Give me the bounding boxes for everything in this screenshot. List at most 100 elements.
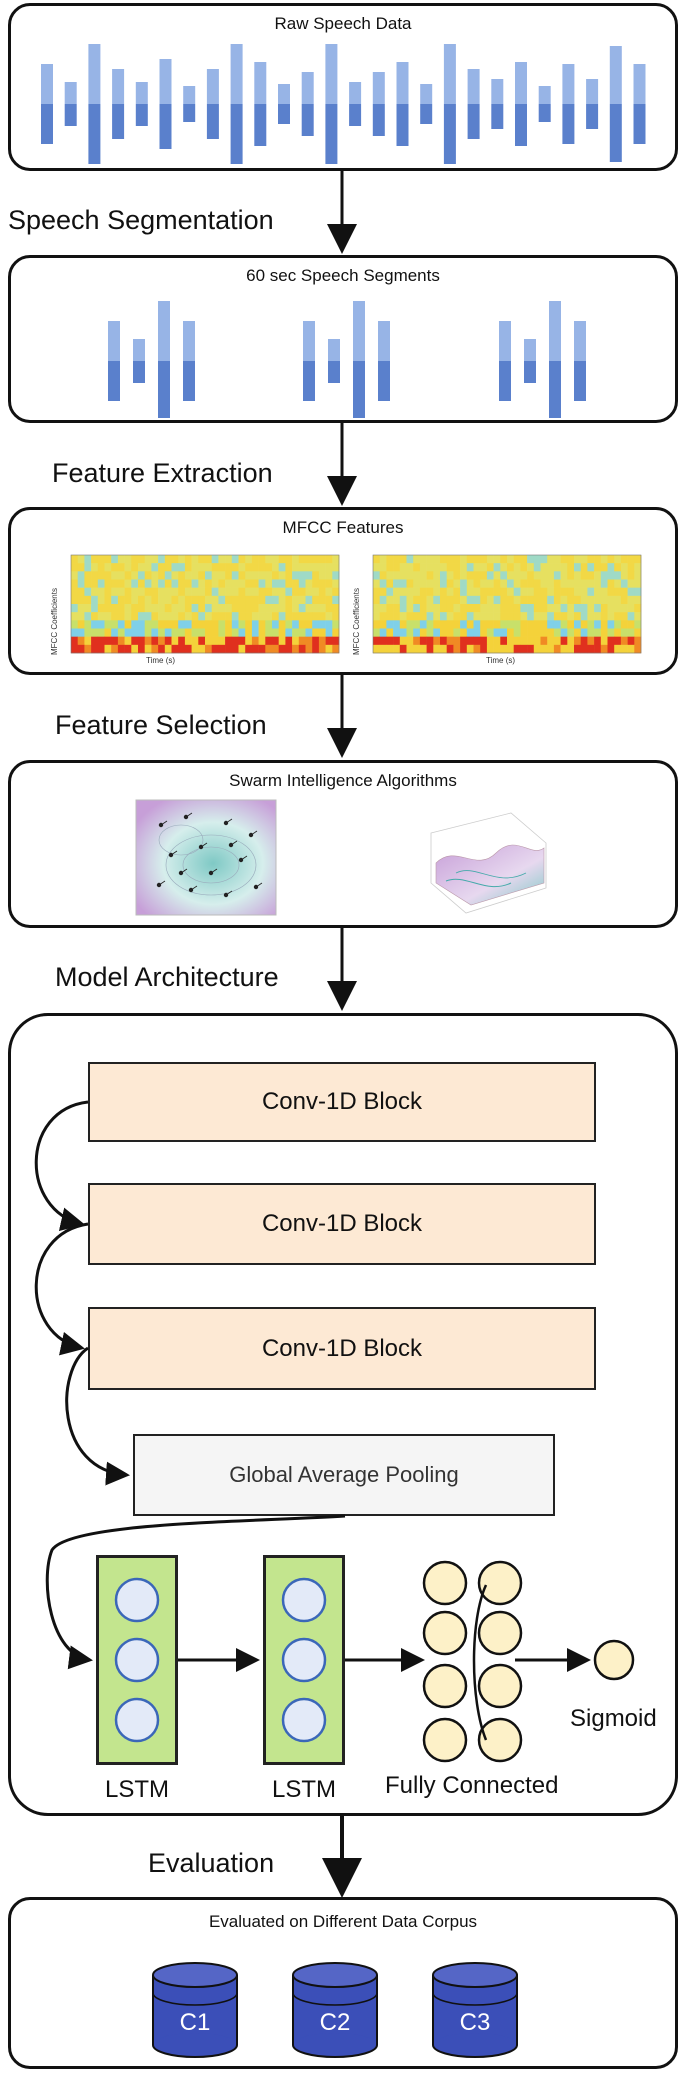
mfcc-cell [607,612,615,621]
mfcc-cell [238,604,246,613]
mfcc-cell [426,595,434,605]
mfcc-cell [218,628,226,637]
mfcc-cell [238,587,246,597]
mfcc-cell [238,620,246,629]
raw-wave-bar-bottom [562,104,575,144]
mfcc-cell [607,604,615,613]
mfcc-cell [138,595,145,605]
mfcc-cell [332,628,340,637]
mfcc-cell [285,612,293,621]
mfcc-cell [426,587,434,597]
mfcc-cell [500,612,508,621]
mfcc-cell [191,555,199,564]
mfcc-cell [373,587,380,597]
mfcc-cell [620,636,628,646]
mfcc-cell [413,563,421,572]
fully-connected-label: Fully Connected [385,1772,559,1799]
segment-wave-bar-top [303,321,315,361]
mfcc-cell [258,595,266,605]
mfcc-cell [560,604,568,613]
mfcc-cell [238,563,246,572]
mfcc-cell [607,563,615,572]
mfcc-cell [620,612,628,621]
model-architecture-label: Model Architecture [55,962,279,992]
mfcc-cell [178,604,186,613]
mfcc-cell [205,587,212,597]
mfcc-cell [305,587,313,597]
mfcc-cell [607,571,615,580]
mfcc-cell [393,571,401,580]
mfcc-cell [620,571,628,580]
mfcc-cell [507,587,514,597]
mfcc-cell [238,636,246,646]
mfcc-cell [373,555,380,564]
raw-waveform [41,44,646,164]
mfcc-cell [245,628,253,637]
raw-wave-bar-bottom [609,104,622,162]
mfcc-cell [594,555,602,564]
mfcc-cell [500,595,508,605]
mfcc-cell [460,628,468,637]
mfcc-cell [607,555,615,564]
mfcc-cell [493,563,501,572]
mfcc-cell [480,604,488,613]
mfcc-cell [211,563,219,572]
mfcc-cell [111,563,119,572]
mfcc-cell [91,604,99,613]
mfcc-cell [533,595,541,605]
mfcc-cell [560,612,568,621]
mfcc-cell [265,636,273,646]
mfcc-cell [97,571,105,580]
mfcc-cell [614,628,622,637]
mfcc-cell [198,595,206,605]
mfcc-cell [486,604,494,613]
mfcc-cell [84,636,92,646]
mfcc-cell [393,644,401,654]
mfcc-cell [258,644,266,654]
mfcc-cell [620,595,628,605]
swarm-agent-direction [225,890,233,896]
mfcc-cell [560,555,568,564]
mfcc-cell [138,620,145,629]
mfcc-cell [393,555,401,564]
mfcc-cell [251,587,259,597]
mfcc-cell [406,595,414,605]
mfcc-cell [318,571,326,580]
raw-wave-bar-bottom [467,104,480,139]
mfcc-cell [97,579,105,588]
mfcc-cell [211,579,219,588]
mfcc-cell [460,595,468,605]
mfcc-cell [211,555,219,564]
swarm-agent-direction [158,880,166,886]
mfcc-cell [580,628,588,637]
mfcc-cell [594,620,602,629]
mfcc-cell [379,571,387,580]
mfcc-cell [111,587,119,597]
mfcc-cell [527,595,535,605]
mfcc-cell [278,612,286,621]
mfcc-cell [91,636,99,646]
mfcc-cell [138,644,145,654]
mfcc-cell [473,644,481,654]
mfcc-cell [225,563,233,572]
mfcc-cell [97,587,105,597]
mfcc-cell [292,604,300,613]
mfcc-cell [164,636,172,646]
mfcc-cell [71,555,78,564]
mfcc-cell [547,579,555,588]
mfcc-cell [218,644,226,654]
mfcc-cell [607,579,615,588]
mfcc-cell [312,620,320,629]
mfcc-cell [265,620,273,629]
mfcc-cell [191,604,199,613]
mfcc-cell [620,620,628,629]
mfcc-cell [406,604,414,613]
mfcc-cell [520,555,528,564]
mfcc-cell [440,587,447,597]
mfcc-cell [258,620,266,629]
mfcc-cell [520,579,528,588]
raw-wave-bar-top [159,59,172,104]
mfcc-cell [399,644,407,654]
mfcc-cell [574,595,581,605]
mfcc-cell [486,579,494,588]
